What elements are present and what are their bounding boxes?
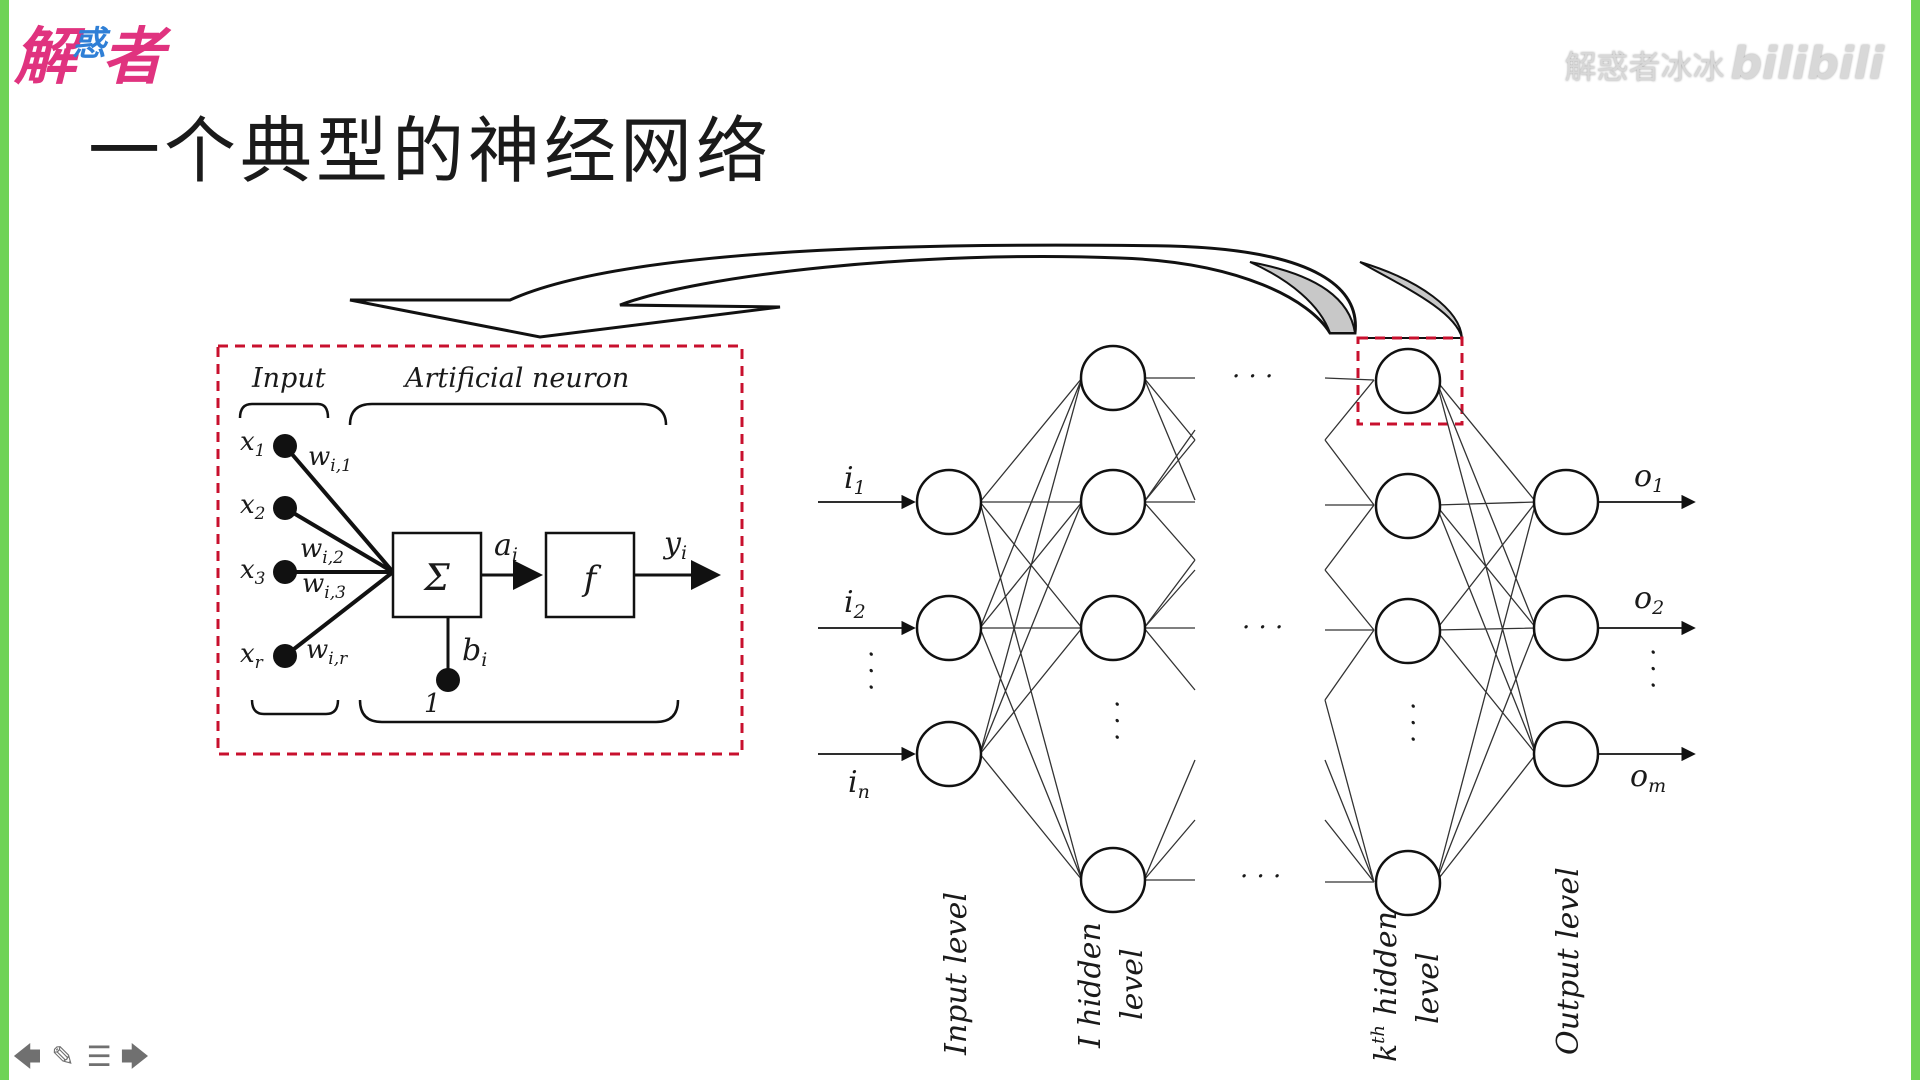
- ellipsis-bottom: · · ·: [1240, 862, 1281, 892]
- hidden1-level-label-a: I hidden: [1073, 922, 1108, 1049]
- ellipsis-output-vertical: · · ·: [1637, 648, 1667, 689]
- sum-symbol: Σ: [422, 558, 450, 599]
- net-output-om: om: [1630, 759, 1666, 797]
- weight-3: wi,3: [302, 569, 346, 603]
- neuron-brace-bottom: [358, 699, 680, 724]
- input-arrows: [818, 494, 916, 762]
- hiddenk-node: [1374, 472, 1442, 540]
- zoom-arrow: [349, 243, 1464, 339]
- input-level-node: [915, 720, 983, 788]
- ellipsis-middle: · · ·: [1242, 613, 1283, 643]
- input-node-r: [273, 644, 297, 668]
- artificial-neuron: Input Artificial neuron x1 x2 x3 xr wi,1…: [238, 363, 721, 724]
- input-level-node: [915, 468, 983, 536]
- hidden1-node: [1079, 344, 1147, 412]
- bias-one: 1: [424, 689, 441, 719]
- net-output-o2: o2: [1634, 581, 1664, 619]
- next-arrow-icon[interactable]: 🡆: [120, 1040, 150, 1073]
- activation-box: [544, 531, 636, 619]
- output-level-node: [1532, 720, 1600, 788]
- sum-box: [391, 531, 483, 619]
- input-x1: x1: [240, 427, 266, 461]
- hiddenk-level-label-a: kth hidden: [1368, 911, 1404, 1062]
- ellipsis-top: · · ·: [1232, 362, 1273, 392]
- bias-b: bi: [462, 633, 487, 671]
- input-node-3: [273, 560, 297, 584]
- bilibili-logo: bilibili: [1730, 38, 1884, 89]
- hidden1-node: [1079, 594, 1147, 662]
- artificial-neuron-label: Artificial neuron: [402, 363, 629, 394]
- hidden-neuron-dashed-box: [1356, 336, 1464, 426]
- input-brace-top: [238, 402, 330, 419]
- neuron-dashed-box: [216, 344, 744, 756]
- ellipsis-input-vertical: · · ·: [855, 650, 885, 691]
- right-frame-border: [1911, 0, 1920, 1080]
- hiddenk-node: [1374, 597, 1442, 665]
- weight-r: wi,r: [306, 635, 348, 669]
- network-nodes: [915, 344, 1600, 917]
- weight-2: wi,2: [300, 534, 344, 568]
- slide-title: 一个典型的神经网络: [88, 109, 773, 193]
- prev-arrow-icon[interactable]: 🡄: [12, 1040, 42, 1073]
- bias-node: [436, 668, 460, 692]
- input-node-2: [273, 496, 297, 520]
- output-level-node: [1532, 468, 1600, 536]
- net-input-i2: i2: [844, 585, 866, 623]
- output-y: yi: [662, 526, 687, 564]
- input-xr: xr: [240, 639, 264, 673]
- neuron-brace-top: [348, 402, 668, 426]
- hiddenk-level-label-b: level: [1411, 952, 1446, 1024]
- weight-1: wi,1: [308, 442, 352, 476]
- input-level-node: [915, 594, 983, 662]
- hidden1-level-label-b: level: [1115, 948, 1150, 1020]
- menu-icon[interactable]: ☰: [86, 1040, 112, 1073]
- hidden1-node: [1079, 846, 1147, 914]
- input-level-label: Input level: [939, 892, 974, 1056]
- input-node-1: [273, 434, 297, 458]
- output-level-label: Output level: [1551, 867, 1586, 1055]
- left-frame-border: [0, 0, 9, 1080]
- network-connections: [979, 377, 1537, 883]
- input-x3: x3: [240, 555, 266, 589]
- ellipsis-hiddenk-vertical: · · ·: [1397, 702, 1427, 743]
- output-level-node: [1532, 594, 1600, 662]
- slide-toolbar: 🡄 ✎ ☰ 🡆: [12, 1042, 150, 1072]
- activation-a: ai: [494, 528, 518, 566]
- net-output-o1: o1: [1634, 459, 1664, 497]
- logo: 解惑者: [14, 20, 164, 93]
- hidden1-node: [1079, 468, 1147, 536]
- pen-icon[interactable]: ✎: [51, 1040, 75, 1073]
- input-label: Input: [251, 363, 326, 394]
- output-arrows: [1598, 494, 1696, 762]
- net-input-i1: i1: [844, 461, 866, 499]
- hiddenk-node: [1374, 347, 1442, 415]
- input-brace-bottom: [250, 699, 340, 716]
- hiddenk-node: [1374, 849, 1442, 917]
- ellipsis-hidden1-vertical: · · ·: [1101, 700, 1131, 741]
- input-x2: x2: [240, 490, 266, 524]
- net-input-in: in: [848, 765, 870, 803]
